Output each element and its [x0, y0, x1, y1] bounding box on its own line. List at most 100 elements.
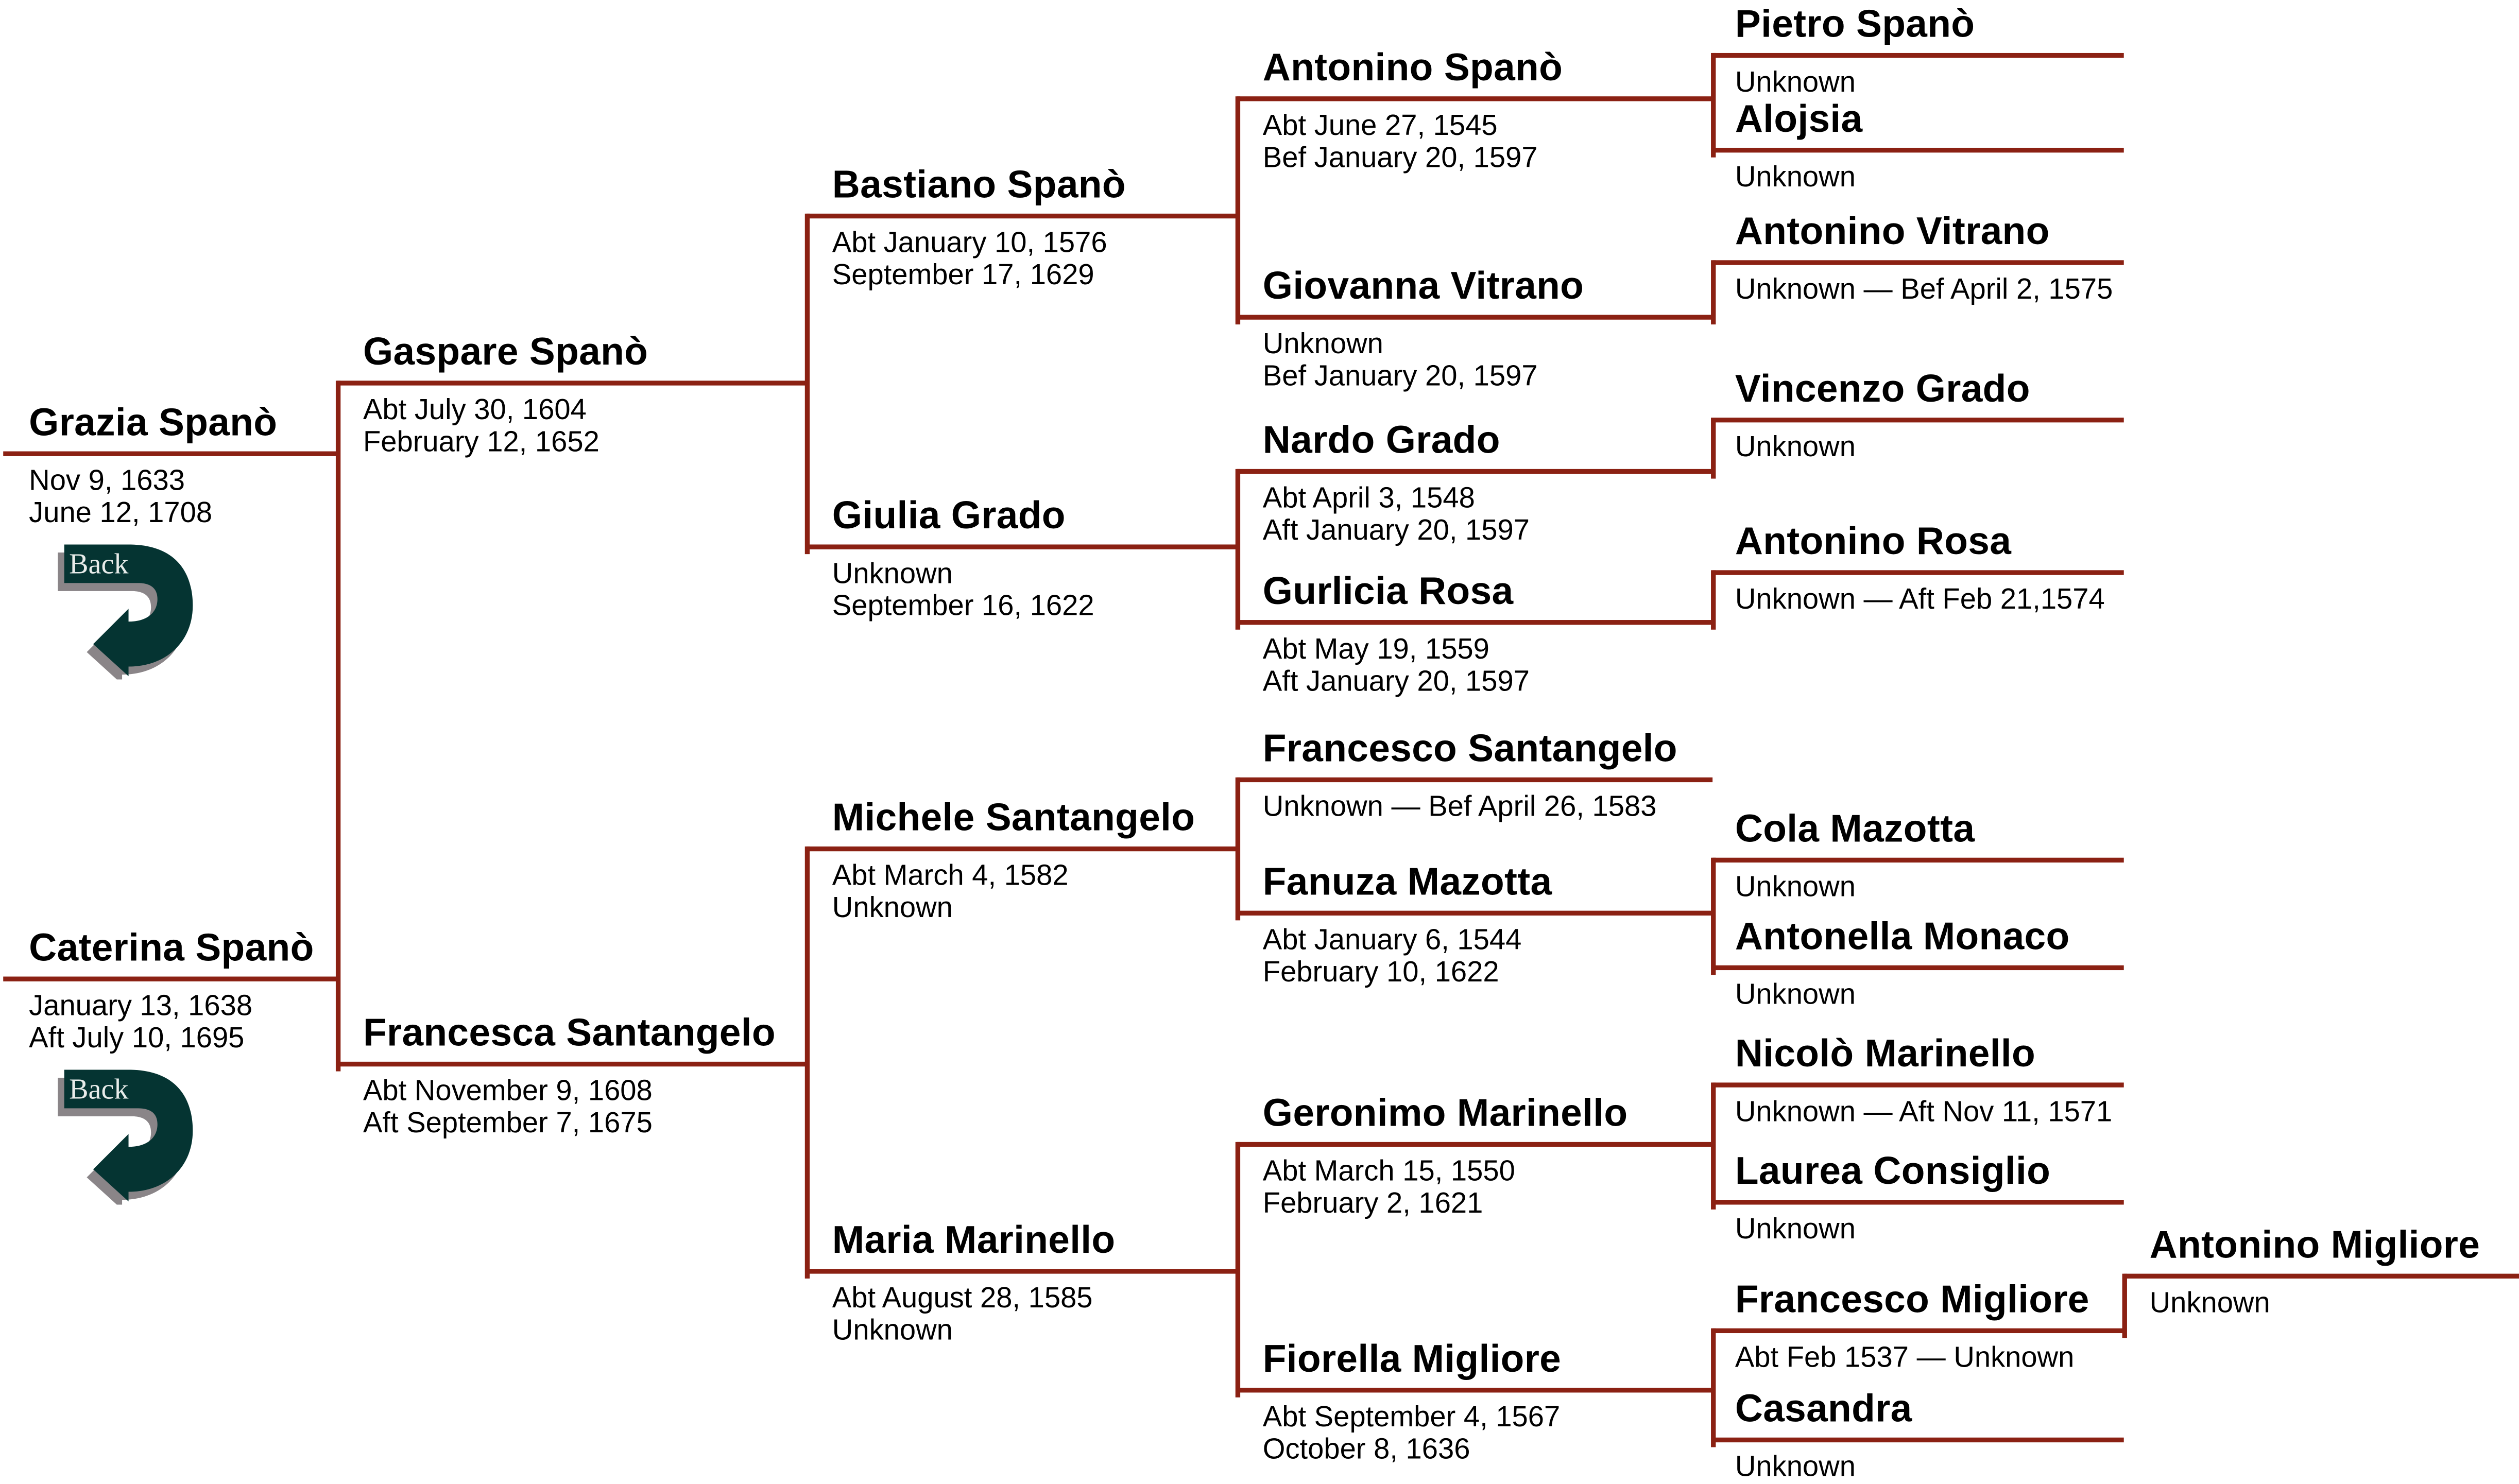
- connector-line-antonino-vitrano: [1712, 260, 2124, 265]
- person-dates: Unknown — Aft Feb 21,1574: [1735, 583, 2105, 615]
- connector-line-laurea: [1712, 1200, 2124, 1205]
- birth-date: Abt January 6, 1544: [1262, 923, 1522, 956]
- birth-date: Abt June 27, 1545: [1262, 109, 1498, 142]
- person-name[interactable]: Giulia Grado: [832, 494, 1066, 538]
- birth-date: Unknown — Aft Feb 21,1574: [1735, 583, 2105, 615]
- back-button[interactable]: Back: [55, 1066, 199, 1205]
- connector-line-gaspare: [337, 381, 807, 386]
- connector-line-maria: [806, 1269, 1237, 1274]
- connector-line-nicolo: [1712, 1082, 2124, 1088]
- connector-line-fanuza: [1237, 910, 1713, 916]
- person-dates: Unknown: [1735, 1451, 1856, 1482]
- connector-line-antonino-rosa: [1712, 570, 2124, 575]
- birth-date: Abt April 3, 1548: [1262, 481, 1475, 514]
- birth-date: Unknown: [1735, 870, 1856, 903]
- death-date: Unknown: [832, 1314, 953, 1346]
- death-date: February 2, 1621: [1262, 1187, 1483, 1219]
- person-name[interactable]: Nicolò Marinello: [1735, 1032, 2036, 1076]
- birth-date: Abt July 30, 1604: [363, 393, 587, 426]
- person-name[interactable]: Fiorella Migliore: [1262, 1338, 1562, 1382]
- person-dates: Unknown: [1735, 430, 1856, 462]
- death-date: October 8, 1636: [1262, 1433, 1470, 1465]
- connector-line-cola: [1712, 857, 2124, 863]
- person-name[interactable]: Grazia Spanò: [29, 401, 278, 445]
- connector-vertical: [804, 846, 810, 1279]
- back-label: Back: [69, 548, 129, 580]
- connector-vertical: [1711, 1328, 1716, 1447]
- person-name[interactable]: Maria Marinello: [832, 1219, 1116, 1263]
- birth-date: Unknown: [2149, 1286, 2270, 1319]
- connector-line-antonino-spano: [1237, 96, 1713, 101]
- connector-vertical: [1235, 1142, 1241, 1397]
- birth-date: Unknown: [1735, 1213, 1856, 1245]
- person-name[interactable]: Laurea Consiglio: [1735, 1150, 2051, 1194]
- birth-date: Abt September 4, 1567: [1262, 1401, 1561, 1433]
- birth-date: Abt November 9, 1608: [363, 1074, 653, 1107]
- person-name[interactable]: Vincenzo Grado: [1735, 368, 2030, 411]
- connector-line-bastiano: [806, 213, 1237, 219]
- connector-line-fiorella: [1237, 1388, 1713, 1393]
- person-name[interactable]: Francesco Migliore: [1735, 1278, 2089, 1322]
- person-name[interactable]: Francesca Santangelo: [363, 1012, 776, 1056]
- person-name[interactable]: Nardo Grado: [1262, 419, 1500, 463]
- person-name[interactable]: Antonella Monaco: [1735, 916, 2070, 959]
- back-label: Back: [69, 1074, 129, 1106]
- connector-line-giulia: [806, 544, 1237, 549]
- person-name[interactable]: Antonino Rosa: [1735, 520, 2012, 564]
- person-dates: Unknown: [1735, 978, 1856, 1010]
- person-name[interactable]: Antonino Migliore: [2149, 1223, 2480, 1268]
- connector-vertical: [1711, 53, 1716, 158]
- connector-line-gurlicia: [1237, 620, 1713, 625]
- person-name[interactable]: Bastiano Spanò: [832, 164, 1126, 208]
- connector-vertical: [1711, 1082, 1716, 1210]
- person-name[interactable]: Geronimo Marinello: [1262, 1092, 1628, 1136]
- birth-date: Unknown: [1735, 978, 1856, 1011]
- person-dates: Unknown — Bef April 2, 1575: [1735, 273, 2113, 305]
- person-name[interactable]: Francesco Santangelo: [1262, 728, 1677, 771]
- birth-date: Abt August 28, 1585: [832, 1282, 1093, 1314]
- person-dates: Unknown: [1735, 161, 1856, 193]
- person-dates: Abt Feb 1537 — Unknown: [1735, 1341, 2075, 1373]
- birth-date: Abt May 19, 1559: [1262, 633, 1489, 665]
- death-date: September 17, 1629: [832, 258, 1094, 291]
- person-name[interactable]: Casandra: [1735, 1388, 1912, 1431]
- connector-vertical: [1711, 857, 1716, 975]
- person-name[interactable]: Gaspare Spanò: [363, 331, 648, 374]
- person-name[interactable]: Antonino Spanò: [1262, 46, 1563, 90]
- back-arrow-icon: Back: [58, 1069, 193, 1205]
- connector-vertical: [335, 381, 341, 1072]
- birth-date: Unknown: [1735, 65, 1856, 98]
- person-name[interactable]: Antonino Vitrano: [1735, 210, 2050, 254]
- person-dates: Unknown: [1735, 1213, 1856, 1245]
- connector-line-francesca: [337, 1061, 807, 1067]
- person-name[interactable]: Gurlicia Rosa: [1262, 570, 1514, 614]
- back-button[interactable]: Back: [55, 541, 199, 680]
- person-name[interactable]: Fanuza Mazotta: [1262, 860, 1552, 905]
- connector-line-giovanna: [1237, 315, 1713, 320]
- connector-line-francesco-sant: [1237, 777, 1713, 783]
- person-name[interactable]: Cola Mazotta: [1735, 808, 1975, 852]
- person-dates: Unknown — Bef April 26, 1583: [1263, 790, 1657, 822]
- connector-vertical: [1711, 260, 1716, 325]
- person-name[interactable]: Caterina Spanò: [29, 926, 314, 971]
- death-date: Bef January 20, 1597: [1262, 359, 1538, 392]
- person-name[interactable]: Alojsia: [1735, 98, 1863, 142]
- death-date: Aft September 7, 1675: [363, 1107, 653, 1139]
- death-date: Unknown: [832, 891, 953, 924]
- person-name[interactable]: Giovanna Vitrano: [1262, 265, 1584, 308]
- birth-date: Unknown: [1262, 327, 1383, 360]
- connector-vertical: [1235, 469, 1241, 630]
- person-name[interactable]: Pietro Spanò: [1735, 3, 1975, 47]
- death-date: February 12, 1652: [363, 425, 599, 458]
- person-name[interactable]: Michele Santangelo: [832, 797, 1195, 840]
- birth-date: Unknown: [1735, 1450, 1856, 1483]
- death-date: September 16, 1622: [832, 589, 1094, 622]
